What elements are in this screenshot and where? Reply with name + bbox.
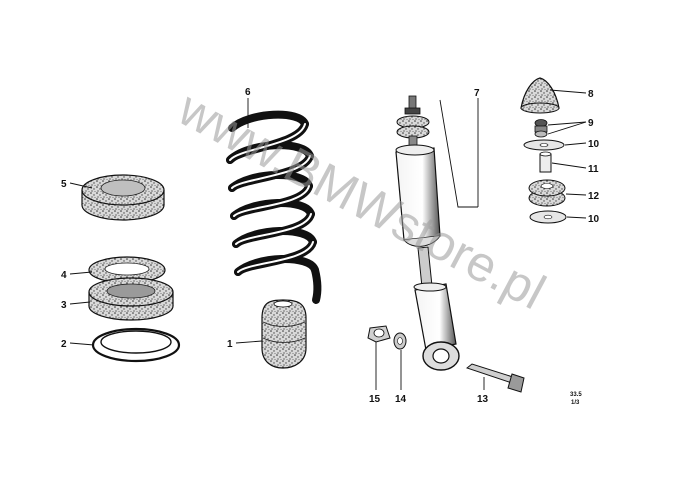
label-part-9: 9: [588, 118, 594, 129]
label-part-6: 6: [245, 87, 251, 98]
nut-15: [367, 325, 391, 343]
label-part-4: 4: [61, 270, 67, 281]
label-part-7: 7: [474, 88, 480, 99]
upper-spring-pad: [81, 174, 165, 221]
part-number-labels: 5 4 3 2 1 6 7 8 9 10 11 12 10 15 14 13: [61, 87, 600, 405]
leader-lines: [69, 89, 587, 390]
label-part-14: 14: [395, 394, 407, 405]
sleeve-11: [539, 151, 552, 173]
label-part-11: 11: [588, 164, 599, 175]
label-part-2: 2: [61, 339, 67, 350]
spring-seat-ring: [91, 327, 181, 363]
rubber-mount-12: [528, 179, 566, 207]
bolt-13: [465, 363, 525, 393]
watermark: www.BMWstore.pl: [169, 80, 554, 320]
protective-cap: [520, 77, 560, 114]
diagram-sheet: 1/3: [571, 400, 580, 406]
label-part-15: 15: [369, 394, 381, 405]
shock-absorber: [395, 95, 460, 371]
bump-stop: [261, 299, 307, 369]
diagram-code: 33.5: [570, 392, 582, 398]
washer-14: [393, 332, 407, 350]
label-part-12: 12: [588, 191, 600, 202]
washer-10-lower: [529, 210, 567, 224]
nuts-9: [534, 119, 548, 138]
washer-10-upper: [523, 139, 565, 151]
label-part-1: 1: [227, 339, 233, 350]
rubber-spring-pad: [88, 277, 174, 321]
label-part-13: 13: [477, 394, 489, 405]
label-part-10-upper: 10: [588, 139, 600, 150]
label-part-3: 3: [61, 300, 67, 311]
label-part-8: 8: [588, 89, 594, 100]
label-part-10-lower: 10: [588, 214, 600, 225]
label-part-5: 5: [61, 179, 67, 190]
coil-spring: [226, 110, 322, 304]
